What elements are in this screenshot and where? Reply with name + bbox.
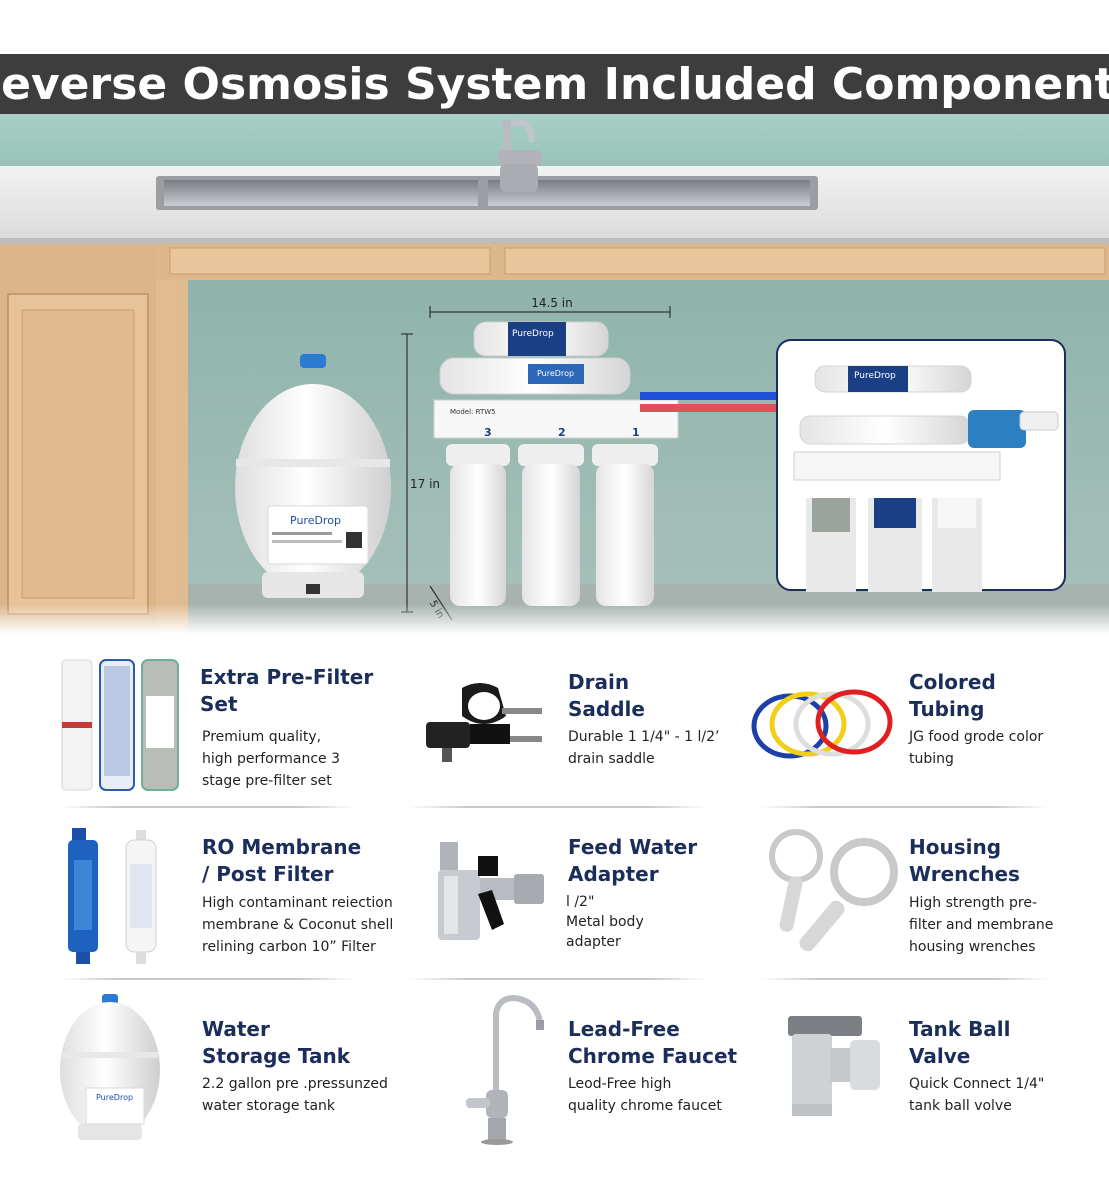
drain-saddle-icon [426, 683, 542, 762]
zoom-callout: PureDrop [776, 339, 1066, 592]
pre-filter-set-icon [61, 659, 179, 791]
scene-top-filter-brand: PureDrop [512, 329, 554, 339]
divider [408, 978, 708, 980]
scene-model-label: Model: RTW5 [450, 408, 496, 416]
tank-label-brand: PureDrop [96, 1093, 133, 1102]
scene-membrane-brand: PureDrop [537, 369, 574, 378]
housing-wrench-icon [769, 829, 898, 952]
drain-saddle-desc: Durable 1 1/4" - 1 l/2’ drain saddle [568, 729, 720, 767]
chrome-faucet-desc: Leod-Free high quality chrome faucet [568, 1076, 722, 1114]
ball-valve-title: Tank Ball Valve [909, 1017, 1011, 1068]
sink-faucet-icon [498, 119, 542, 192]
divider [60, 806, 356, 808]
divider [760, 806, 1050, 808]
ball-valve-desc: Quick Connect 1/4" tank ball volve [909, 1076, 1045, 1114]
dimension-height-label: 17 in [410, 477, 440, 491]
ro-system-icon: PureDrop PureDrop Model: RTW5 3 2 1 [433, 321, 679, 606]
ro-membrane-icon [68, 828, 157, 964]
page-title-bar: Reverse Osmosis System Included Componen… [0, 54, 1109, 114]
colored-tubing-desc: JG food grode color tubing [909, 729, 1044, 767]
storage-tank-desc: 2.2 gallon pre .pressunzed water storage… [202, 1076, 388, 1114]
dimension-width-label: 14.5 in [531, 296, 572, 310]
feed-water-title: Feed Water Adapter [568, 835, 698, 886]
ball-valve-icon [788, 1016, 880, 1116]
divider [760, 978, 1050, 980]
drain-saddle-title: Drain Saddle [568, 670, 645, 721]
scene-stage-2: 2 [558, 426, 566, 439]
divider [60, 978, 356, 980]
scene-tank-brand: PureDrop [290, 514, 341, 527]
storage-tank-title: Water Storage Tank [202, 1017, 351, 1068]
pre-filter-title: Extra Pre-Filter Set [200, 665, 374, 716]
pre-filter-desc: Premium quality, high performance 3 stag… [202, 729, 340, 789]
housing-wrench-desc: High strength pre- filter and membrane h… [909, 895, 1054, 955]
ro-membrane-title: RO Membrane / Post Filter [202, 835, 362, 886]
installation-scene: 14.5 in 17 in 5 in PureDrop PureDrop Pur… [0, 114, 1109, 634]
ro-membrane-desc: High contaminant reiection membrane & Co… [202, 895, 394, 955]
divider [408, 806, 708, 808]
scene-stage-1: 1 [632, 426, 640, 439]
chrome-faucet-title: Lead-Free Chrome Faucet [568, 1017, 738, 1068]
feed-water-adapter-icon [438, 842, 544, 940]
dimension-lines [401, 306, 671, 621]
colored-tubing-title: Colored Tubing [909, 670, 996, 721]
colored-tubing-icon [751, 689, 893, 759]
page-title: Reverse Osmosis System Included Componen… [0, 58, 1109, 110]
storage-tank-icon: PureDrop [60, 994, 160, 1140]
chrome-faucet-icon [466, 994, 544, 1145]
callout-brand: PureDrop [854, 371, 896, 381]
housing-wrench-title: Housing Wrenches [909, 835, 1020, 886]
scene-stage-3: 3 [484, 426, 492, 439]
scene-storage-tank-icon: PureDrop [235, 354, 391, 598]
feed-water-desc: l /2" Metal body adapter [566, 894, 644, 950]
